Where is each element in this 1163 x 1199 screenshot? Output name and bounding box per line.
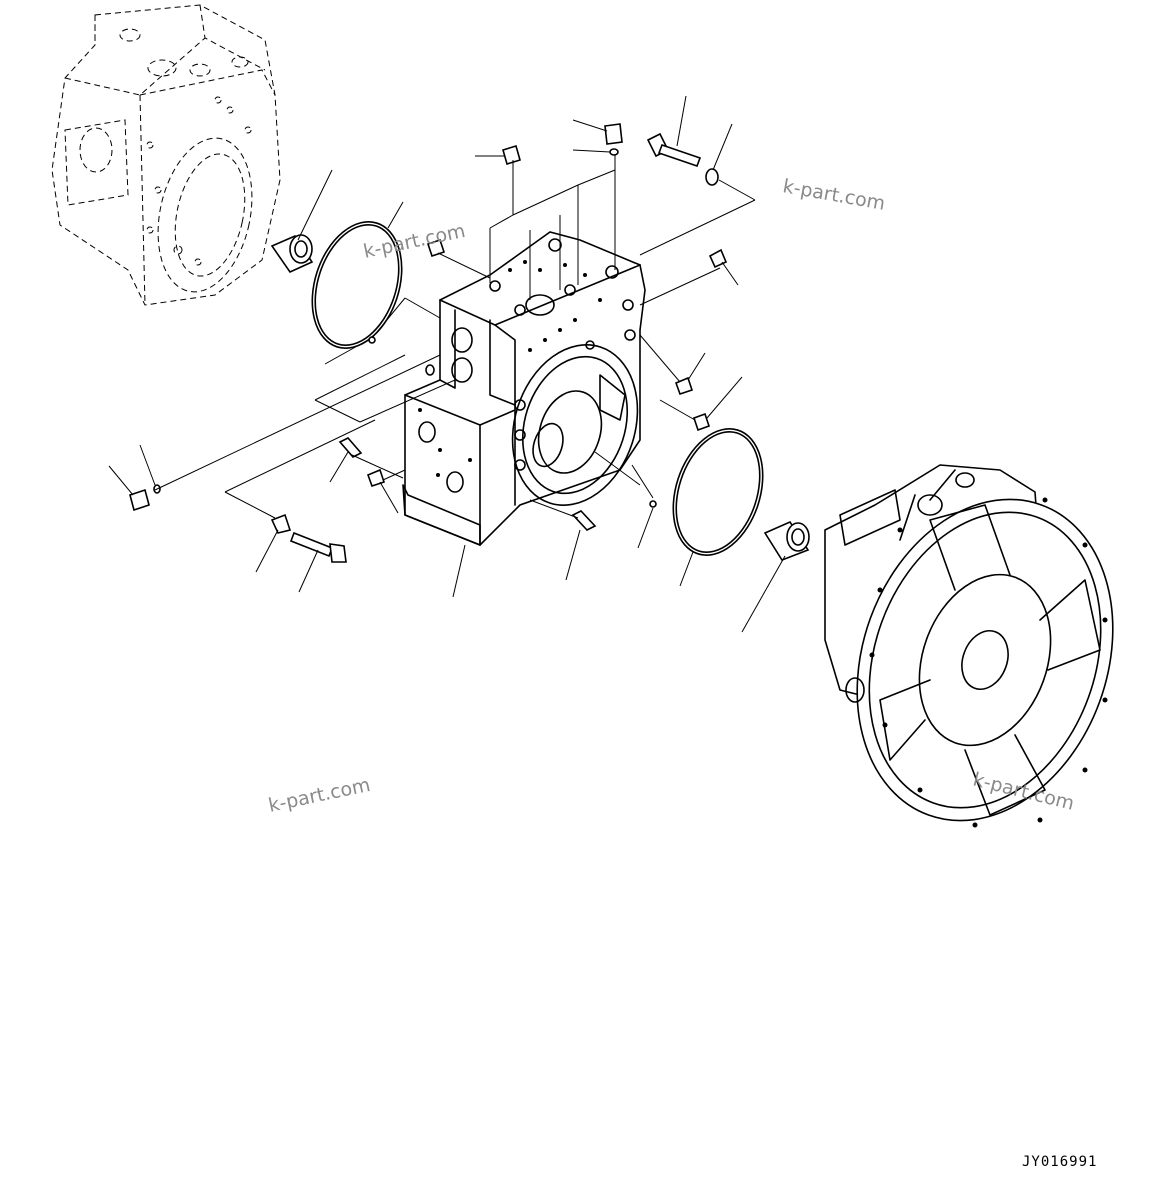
pin-left [338, 437, 363, 458]
plug-left-top [502, 144, 521, 166]
central-valve-block [402, 231, 646, 546]
plug-far-left [129, 484, 161, 512]
o-ring-left-inner [314, 224, 400, 346]
washer-bottom [270, 513, 292, 534]
pin-right [571, 510, 597, 531]
right-drive-housing [824, 464, 1114, 828]
left-pump-housing [51, 4, 281, 306]
o-ring-right-inner [675, 431, 761, 553]
bolt-bottom [289, 531, 347, 563]
bearing-right [763, 520, 810, 561]
plug-left-bottom [366, 468, 386, 488]
plug-top [604, 123, 623, 156]
bolt-top [646, 132, 702, 168]
plug-right-lower [692, 412, 711, 432]
watermark-3: k-part.com [266, 774, 372, 817]
leader-lines [108, 95, 786, 633]
washer-top [705, 168, 719, 186]
nut-small-right [649, 500, 657, 508]
plug-mid-left [426, 238, 446, 258]
o-ring-left [311, 221, 403, 349]
watermark-2: k-part.com [781, 175, 887, 215]
o-ring-right [672, 428, 764, 556]
nut-small-left [368, 336, 376, 344]
bearing-left [270, 234, 314, 274]
drawing-code: JY016991 [1022, 1154, 1098, 1170]
